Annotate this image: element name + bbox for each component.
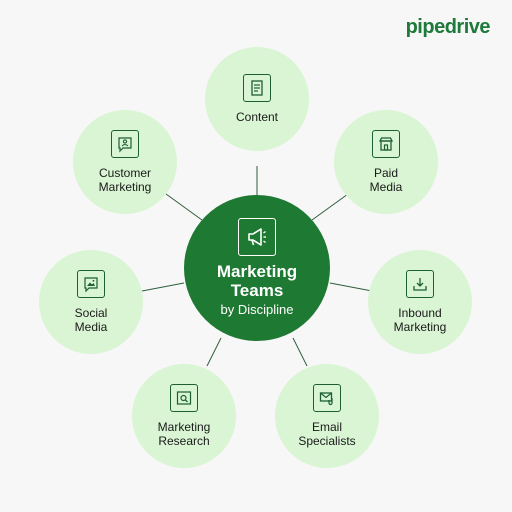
- node-label: Marketing Research: [157, 420, 211, 448]
- node-label: Social Media: [74, 306, 108, 334]
- node-label: Customer Marketing: [98, 166, 152, 194]
- connector-marketing-research: [206, 337, 222, 367]
- connector-inbound-marketing: [329, 282, 373, 292]
- brand-logo: pipedrive: [405, 16, 491, 38]
- node-inbound-marketing: Inbound Marketing: [368, 250, 472, 354]
- node-customer-marketing: Customer Marketing: [73, 110, 177, 214]
- node-social-media: Social Media: [39, 250, 143, 354]
- center-hub: Marketing Teams by Discipline: [184, 195, 330, 341]
- node-paid-media: Paid Media: [334, 110, 438, 214]
- connector-social-media: [141, 282, 185, 292]
- node-email-specialists: Email Specialists: [275, 364, 379, 468]
- node-label: Content: [235, 110, 279, 124]
- user-chat-icon: [111, 130, 139, 158]
- center-title-line2: Teams: [230, 281, 284, 300]
- search-window-icon: [170, 384, 198, 412]
- connector-paid-media: [311, 193, 349, 221]
- image-chat-icon: [77, 270, 105, 298]
- node-label: Paid Media: [369, 166, 403, 194]
- center-title-line1: Marketing: [216, 262, 298, 281]
- node-content: Content: [205, 47, 309, 151]
- email-attachment-icon: [313, 384, 341, 412]
- megaphone-icon: [238, 218, 276, 256]
- storefront-icon: [372, 130, 400, 158]
- download-tray-icon: [406, 270, 434, 298]
- connector-customer-marketing: [165, 193, 203, 221]
- node-marketing-research: Marketing Research: [132, 364, 236, 468]
- center-subtitle: by Discipline: [220, 302, 294, 317]
- connector-email-specialists: [292, 337, 308, 367]
- node-label: Inbound Marketing: [393, 306, 447, 334]
- node-label: Email Specialists: [298, 420, 356, 448]
- document-icon: [243, 74, 271, 102]
